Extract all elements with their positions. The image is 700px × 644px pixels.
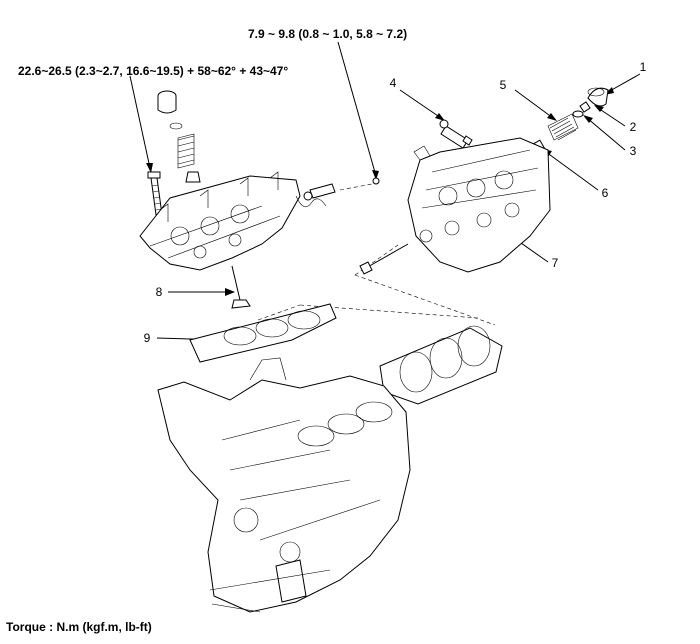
left-head-gasket-9 (189, 303, 337, 363)
left-valve-stack (157, 90, 201, 183)
callout-6: 6 (601, 186, 609, 200)
right-cylinder-head (407, 137, 551, 273)
left-cylinder-head (139, 171, 380, 271)
callout-4: 4 (389, 76, 397, 90)
retainer-lock-2 (579, 101, 591, 113)
torque-spec-ocv-bolt: 7.9 ~ 9.8 (0.8 ~ 1.0, 5.8 ~ 7.2) (248, 27, 408, 41)
valve-spring-5 (547, 113, 579, 141)
callout-8: 8 (155, 285, 163, 299)
torque-units-legend: Torque : N.m (kgf.m, lb-ft) (6, 620, 152, 634)
callout-7: 7 (551, 256, 559, 270)
valve-right (359, 243, 409, 275)
callout-5: 5 (499, 78, 507, 92)
torque-spec-head-bolt: 22.6~26.5 (2.3~2.7, 16.6~19.5) + 58~62° … (18, 64, 289, 78)
cylinder-block (157, 357, 411, 613)
valve-tappet-1 (587, 87, 609, 107)
spring-retainer-3 (572, 110, 584, 118)
right-head-gasket (379, 325, 503, 405)
callout-9: 9 (143, 331, 151, 345)
callout-1: 1 (639, 60, 647, 74)
valve-8 (231, 265, 251, 309)
callout-3: 3 (629, 144, 637, 158)
callout-2: 2 (629, 120, 637, 134)
oil-control-valve-4 (439, 119, 473, 149)
